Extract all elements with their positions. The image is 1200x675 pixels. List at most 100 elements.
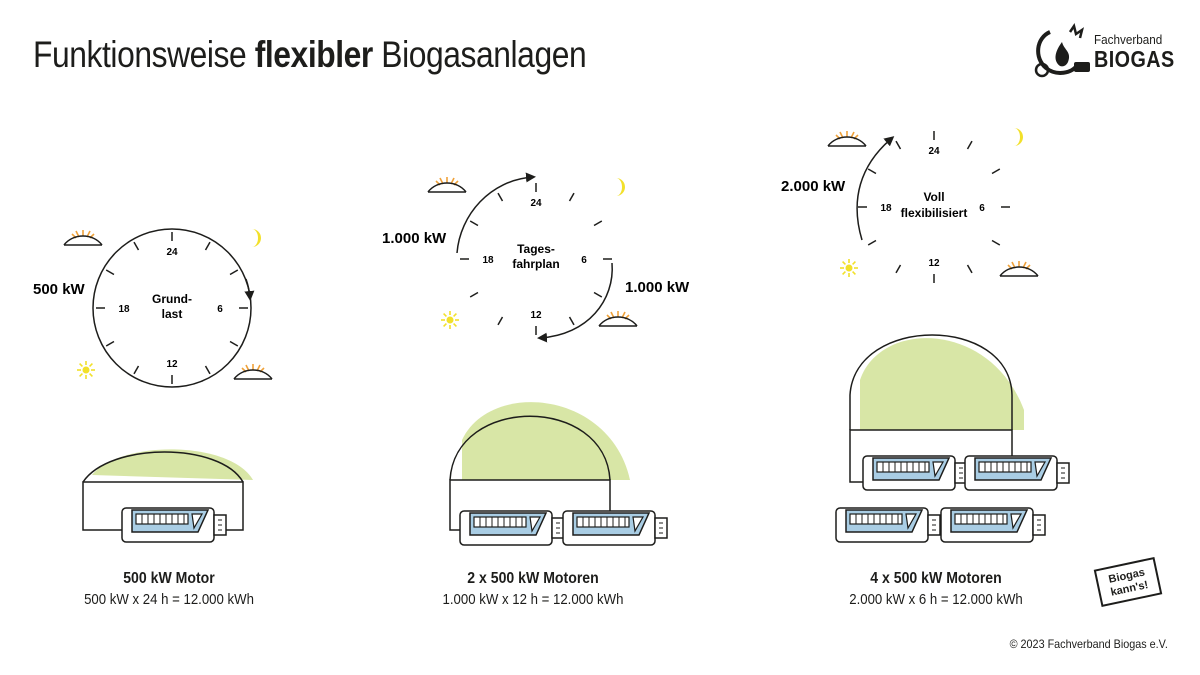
moon-icon	[1014, 128, 1023, 146]
clock-1-label-line1: Grund-	[152, 292, 192, 306]
clock-hour-label: 18	[118, 304, 130, 315]
caption-3-sub: 2.000 kW x 6 h = 12.000 kWh	[849, 591, 1023, 608]
caption-1-title: 500 kW Motor	[123, 570, 215, 587]
clock-tick	[568, 316, 575, 326]
engine-icon	[964, 455, 1070, 491]
clock-tick	[229, 269, 239, 276]
copyright: © 2023 Fachverband Biogas e.V.	[1009, 637, 1168, 651]
clock-tick	[867, 239, 877, 246]
sunset-icon	[233, 363, 273, 380]
biogas-plant-3	[835, 334, 1070, 543]
panel-1: 24 6 12 18 Grund- last 500 kW	[33, 228, 273, 543]
clock-1-circle	[92, 228, 252, 388]
sunrise-icon	[827, 130, 867, 147]
power-label-2-right: 1.000 kW	[625, 279, 690, 296]
clock-tick	[895, 140, 902, 150]
clock-2-arrow-left	[456, 172, 536, 254]
gas-dome-3	[860, 338, 1024, 430]
clock-tick	[966, 264, 973, 274]
clock-tick	[133, 241, 140, 251]
clock-tick	[593, 291, 603, 298]
page-title: Funktionsweise flexibler Biogasanlagen	[33, 34, 587, 76]
gas-dome-1	[92, 449, 253, 480]
clock-tick	[229, 340, 239, 347]
clock-tick	[991, 239, 1001, 246]
clock-2-label-line1: Tages-	[517, 242, 555, 256]
clock-3-label-line2: flexibilisiert	[901, 206, 968, 220]
sun-icon	[440, 310, 460, 330]
sun-icon	[839, 258, 859, 278]
engine-icon	[862, 455, 968, 491]
clock-hour-label: 18	[482, 255, 494, 266]
panel-3: 24 6 12 18 Voll flexibilisiert 2.000 kW	[781, 128, 1070, 543]
power-label-3: 2.000 kW	[781, 178, 846, 195]
clock-tick	[867, 168, 877, 175]
biogas-plant-2	[449, 402, 668, 546]
clock-hour-label: 12	[928, 258, 940, 269]
clock-tick	[593, 220, 603, 227]
power-label-1: 500 kW	[33, 281, 86, 298]
clock-tick	[497, 192, 504, 202]
clock-tick	[568, 192, 575, 202]
clock-hour-label: 12	[530, 310, 542, 321]
engine-icon	[562, 510, 668, 546]
title-part2: Biogasanlagen	[372, 34, 587, 75]
clock-hour-label: 12	[166, 359, 178, 370]
engine-icon	[940, 507, 1046, 543]
sunrise-icon	[427, 176, 467, 193]
caption-3-title: 4 x 500 kW Motoren	[870, 570, 1002, 587]
clock-hour-label: 24	[530, 198, 542, 209]
clock-hour-label: 6	[979, 203, 985, 214]
caption-2-sub: 1.000 kW x 12 h = 12.000 kWh	[442, 591, 624, 608]
sunset-icon	[598, 310, 638, 327]
clock-3-label-line1: Voll	[923, 190, 944, 204]
clock-2-label-line2: fahrplan	[512, 257, 559, 271]
sun-icon	[76, 360, 96, 380]
clock-2: 24 6 12 18	[460, 183, 612, 335]
clock-tick	[966, 140, 973, 150]
clock-tick	[204, 365, 211, 375]
moon-icon	[616, 178, 625, 196]
clock-1-label-line2: last	[162, 307, 183, 321]
clock-tick	[204, 241, 211, 251]
clock-tick	[469, 291, 479, 298]
clock-hour-label: 18	[880, 203, 892, 214]
caption-1: 500 kW Motor 500 kW x 24 h = 12.000 kWh	[19, 570, 319, 608]
clock-tick	[105, 269, 115, 276]
logo-emblem-icon	[1034, 22, 1090, 78]
logo-line2: BIOGAS	[1094, 46, 1175, 72]
clock-hour-label: 6	[581, 255, 587, 266]
power-label-2-left: 1.000 kW	[382, 230, 447, 247]
clock-tick	[133, 365, 140, 375]
clock-hour-label: 24	[928, 146, 940, 157]
clock-tick	[105, 340, 115, 347]
title-bold: flexibler	[254, 34, 374, 75]
clock-1-arrow	[244, 278, 255, 301]
panel-2: 24 6 12 18 Tages- fahrplan 1.000 kW 1.000 k…	[382, 172, 690, 546]
moon-icon	[252, 229, 261, 247]
clock-hour-label: 6	[217, 304, 223, 315]
clock-tick	[895, 264, 902, 274]
fachverband-logo: Fachverband BIOGAS	[1030, 22, 1174, 82]
clock-tick	[497, 316, 504, 326]
engine-icon	[121, 507, 227, 543]
caption-3: 4 x 500 kW Motoren 2.000 kW x 6 h = 12.0…	[786, 570, 1086, 608]
caption-2-title: 2 x 500 kW Motoren	[467, 570, 599, 587]
logo-line1: Fachverband	[1094, 32, 1163, 47]
clock-tick	[991, 168, 1001, 175]
gas-dome-2	[462, 402, 630, 480]
clock-2-arrow-right	[537, 262, 613, 343]
biogas-plant-1	[82, 449, 253, 543]
engine-icon	[835, 507, 941, 543]
clock-tick	[469, 220, 479, 227]
caption-1-sub: 500 kW x 24 h = 12.000 kWh	[84, 591, 254, 608]
sunset-icon	[999, 260, 1039, 277]
clock-hour-label: 24	[166, 247, 178, 258]
clock-1: 24 6 12 18	[96, 232, 248, 384]
caption-2: 2 x 500 kW Motoren 1.000 kW x 12 h = 12.…	[383, 570, 683, 608]
engine-icon	[459, 510, 565, 546]
clock-3-arrow	[856, 136, 895, 241]
clock-3: 24 6 12 18	[858, 131, 1010, 283]
